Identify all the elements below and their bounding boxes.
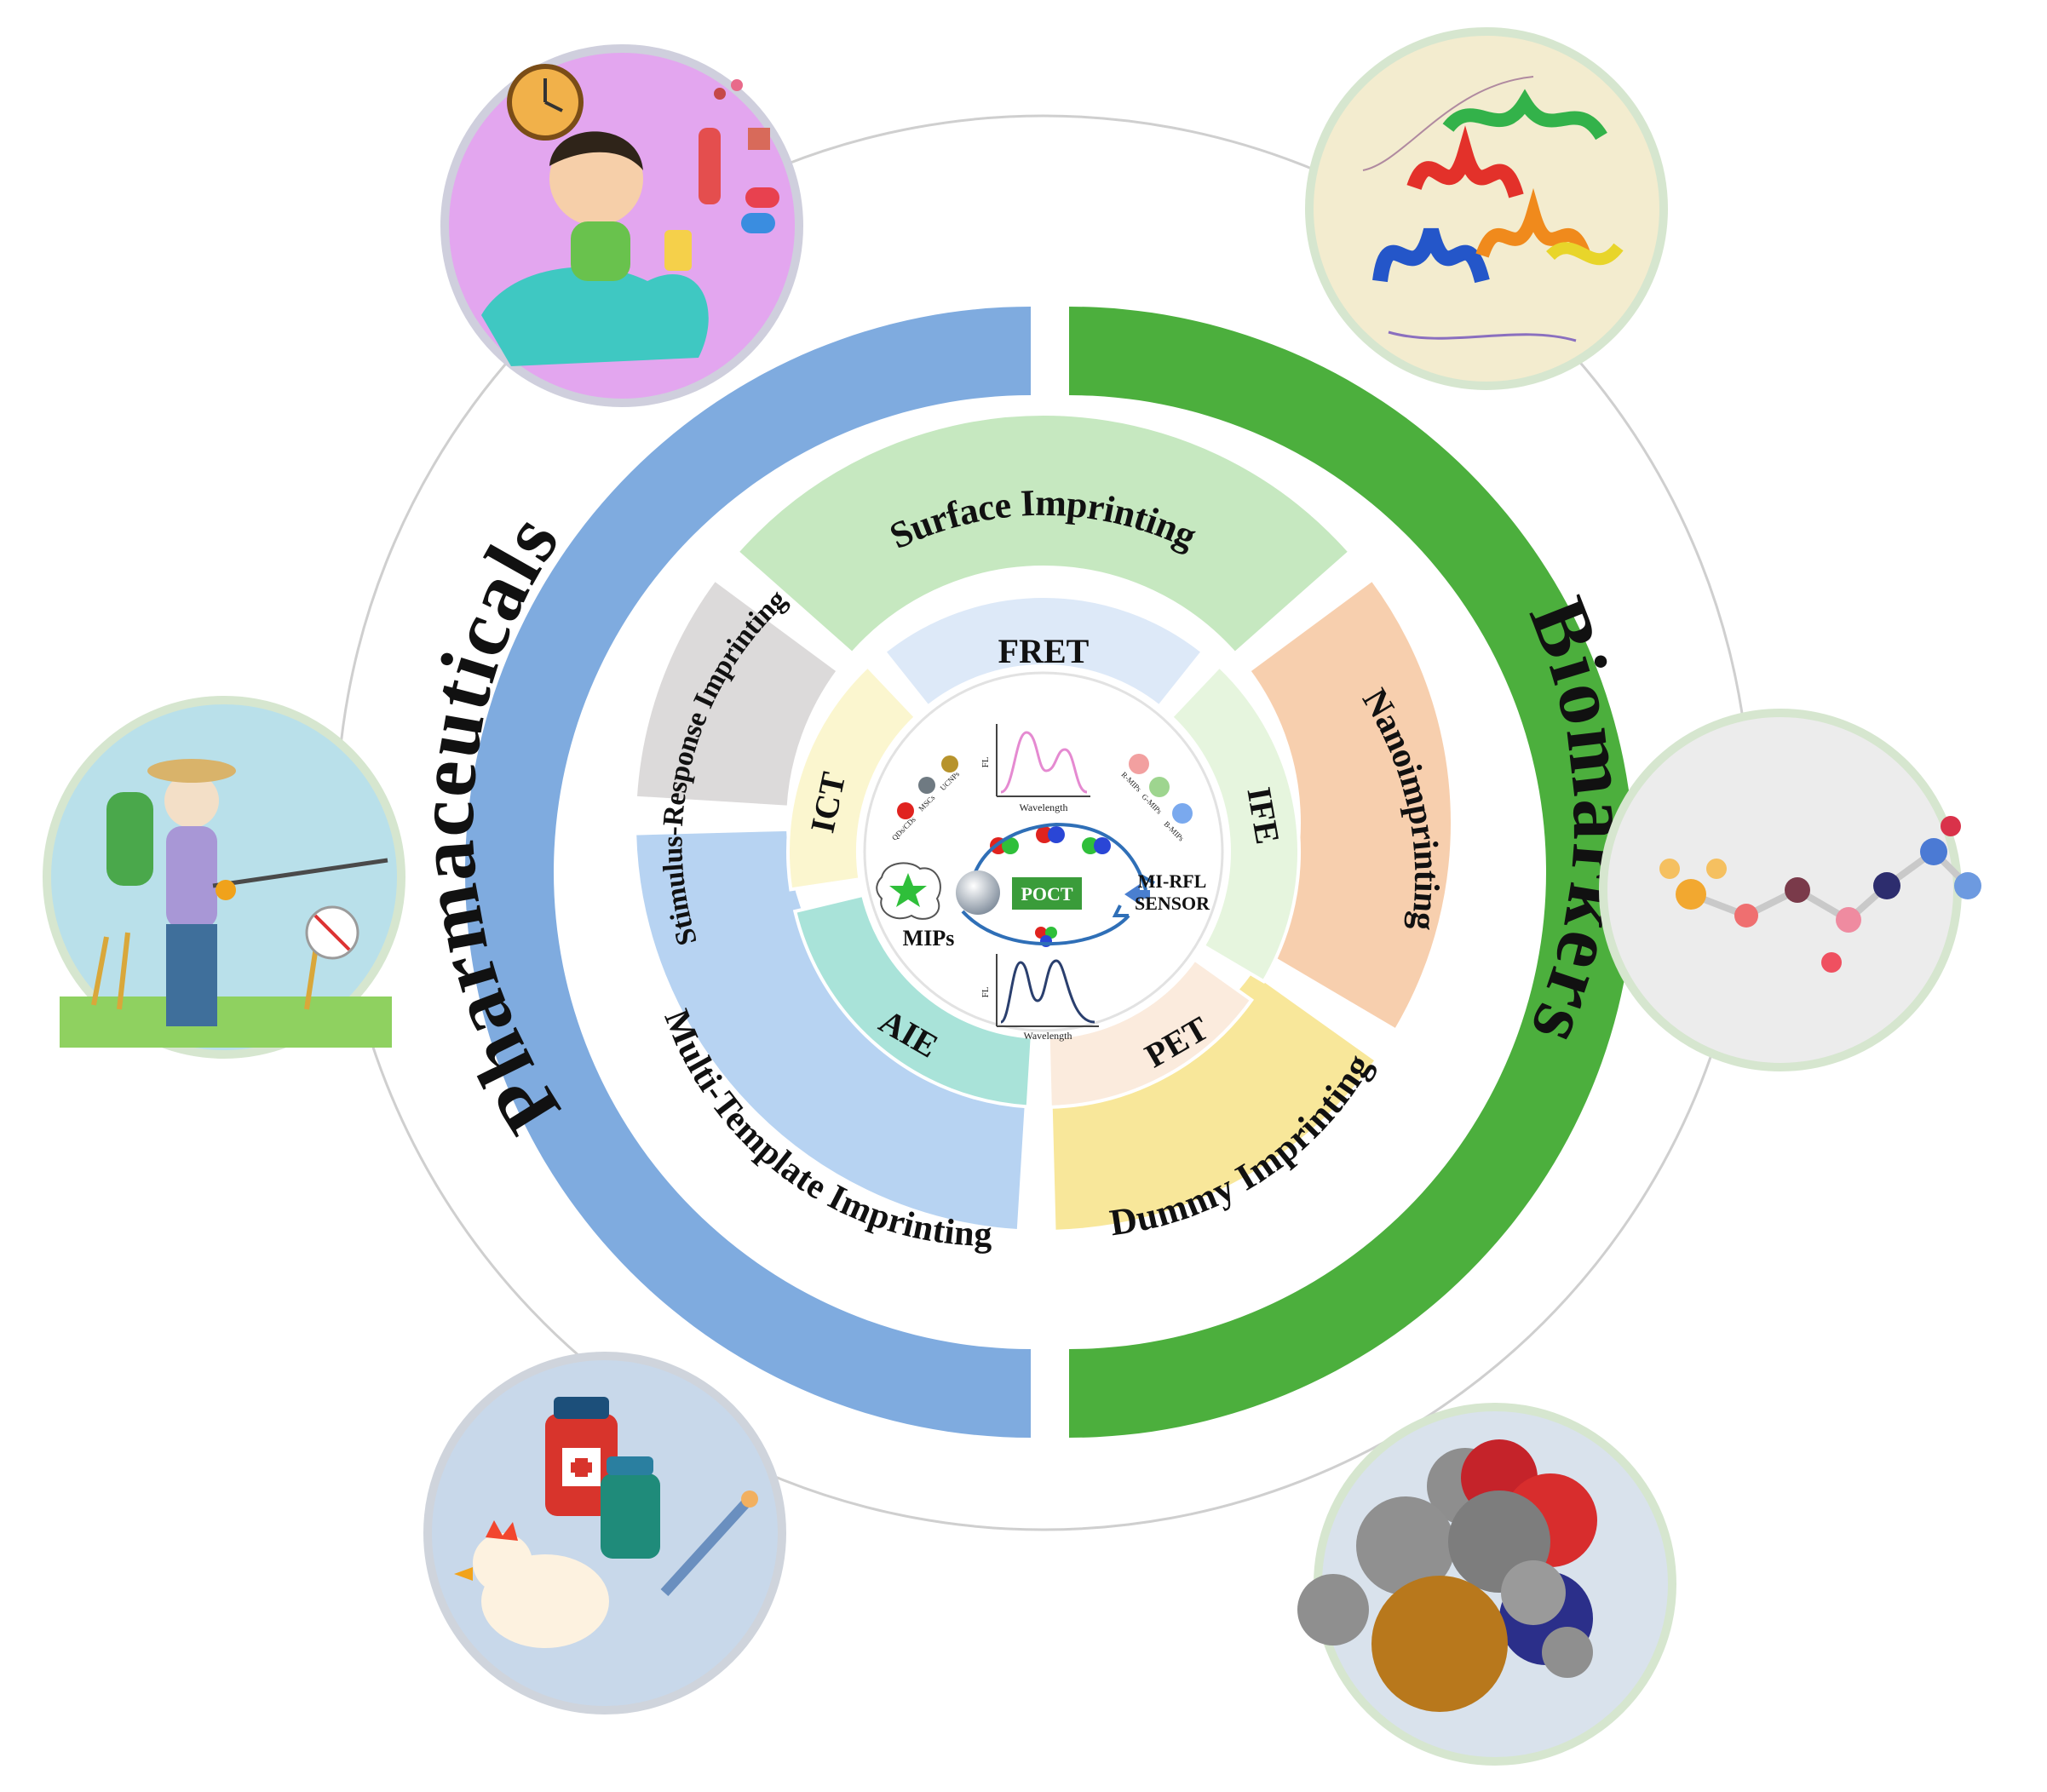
- satellite-images: [43, 27, 1981, 1766]
- ife-sector: [1169, 663, 1301, 984]
- mips-label: MIPs: [903, 926, 955, 951]
- mechanism-ring: [786, 594, 1301, 1109]
- top-plot-ylabel: FL: [980, 756, 991, 767]
- ict-sector: [786, 663, 918, 892]
- fret-sector: [882, 594, 1205, 709]
- top-plot-xlabel: Wavelength: [1019, 801, 1067, 813]
- biomarkers-band: [1069, 307, 1635, 1438]
- pharmaceuticals-band: [465, 307, 1031, 1438]
- surface-imprinting-sector: [734, 412, 1353, 657]
- top-spectrum-plot: Wavelength FL: [980, 724, 1090, 813]
- imprinting-ring: [633, 412, 1454, 1233]
- center-disk: [863, 671, 1224, 1032]
- bottom-plot-ylabel: FL: [980, 986, 991, 997]
- sensor-label-line2: SENSOR: [1135, 893, 1210, 914]
- veterinary-drug-illustration: [423, 1352, 786, 1714]
- protein-helix-illustration: [1305, 27, 1668, 390]
- poct-label: POCT: [1021, 883, 1072, 905]
- fret-label: FRET: [998, 632, 1090, 670]
- mips-polymer-icon: [876, 862, 941, 920]
- amino-acid-space-fill-illustration: [1297, 1403, 1676, 1766]
- sensor-arrow-icon: [1124, 884, 1150, 905]
- bottom-spectrum-plot: Wavelength FL: [980, 954, 1099, 1042]
- farmer-pesticide-illustration: [43, 696, 405, 1059]
- cycle-arrows: [961, 822, 1155, 946]
- child-medicine-illustration: [440, 44, 803, 407]
- sensor-label-line1: MI-RFL: [1138, 870, 1207, 892]
- nucleotide-molecule-illustration: [1599, 709, 1981, 1071]
- poct-box: [1012, 877, 1082, 910]
- stimulus-response-imprinting-sector: [633, 577, 841, 809]
- pet-sector: [1046, 956, 1255, 1109]
- mips-bead: [956, 870, 1000, 915]
- nanoimprinting-sector: [1246, 577, 1454, 1033]
- bottom-plot-xlabel: Wavelength: [1023, 1030, 1072, 1042]
- aie-sector: [792, 893, 1034, 1109]
